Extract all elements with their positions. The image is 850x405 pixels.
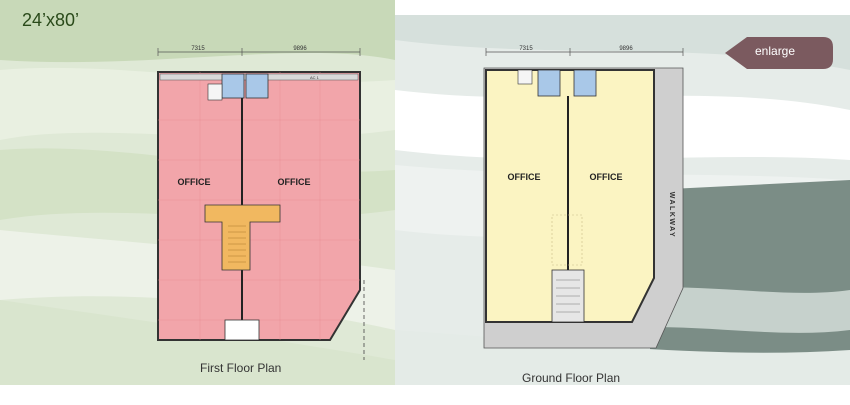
room-label-left: OFFICE [508,172,541,182]
utility-room [517,69,533,85]
room-label-left: OFFICE [178,177,211,187]
ac-tag: AC 1 [310,75,320,80]
enlarge-arrow-icon [725,37,833,69]
toilet-left [221,73,245,99]
unit-size-title: 24’x80’ [22,10,80,30]
enlarge-button[interactable] [725,37,833,69]
utility-room [207,83,223,101]
stair-treads [228,225,246,263]
dimension-right: 9896 [619,46,633,52]
ground-floor-caption: Ground Floor Plan [522,371,621,385]
floor-outline [485,69,655,323]
dimension-right: 9896 [293,46,307,52]
room-label-right: OFFICE [278,177,311,187]
first-floor-plan[interactable]: 7315 9896 AC 1 OFFICE OFFICE [150,40,380,365]
first-floor-caption: First Floor Plan [200,361,282,375]
dimension-left: 7315 [191,46,205,52]
entrance [224,319,260,341]
staircase [204,204,281,271]
toilet-right [573,69,597,97]
stair-treads [556,279,580,313]
toilet-left [537,69,561,97]
walkway-label: WALKWAY [668,192,675,238]
room-label-right: OFFICE [590,172,623,182]
dimension-left: 7315 [519,46,533,52]
toilet-right [245,73,269,99]
ground-floor-plan[interactable]: 7315 9896 WALKWAY OFFICE OFFICE [478,40,708,360]
